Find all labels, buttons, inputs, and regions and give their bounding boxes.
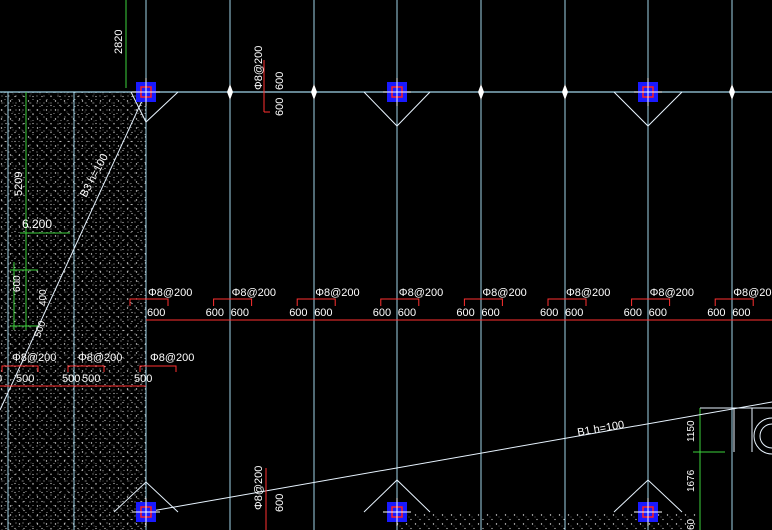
top-rebar-len-b: 600 — [274, 72, 286, 90]
bottom-rebar-len: 600 — [274, 494, 286, 512]
dim-400-left: 400 — [38, 289, 49, 306]
level-lines — [10, 0, 725, 530]
dim-bottom-right: 60 — [686, 518, 697, 530]
rebar-len: 600 — [481, 307, 499, 319]
grid-marker — [562, 84, 568, 100]
bottom-rebar-spec: Φ8@200 — [253, 466, 265, 510]
slab-edge-b1 — [145, 401, 772, 513]
rebar-len: 600 — [732, 307, 750, 319]
rebar-spec: Φ8@200 — [650, 287, 694, 299]
rebar-len: 0 — [0, 373, 2, 385]
top-rebar-len-a: 600 — [274, 98, 286, 116]
mid-rebar-group: Φ8@200 600 600 — [289, 287, 359, 319]
dim-5209: 5209 — [13, 172, 25, 196]
low-rebar-group: Φ8@200 0 500 — [0, 352, 56, 385]
rebar-len: 600 — [314, 307, 332, 319]
rebar-len: 500 — [16, 373, 34, 385]
dim-1676: 1676 — [686, 469, 697, 492]
rebar-spec: Φ8@200 — [315, 287, 359, 299]
rebar-spec: Φ8@200 — [482, 287, 526, 299]
rebar-len: 600 — [373, 307, 391, 319]
grid-marker — [729, 84, 735, 100]
top-rebar: Φ8@200 600 600 — [253, 46, 286, 116]
rebar-spec: Φ8@200 — [78, 352, 122, 364]
rebar-len: 600 — [624, 307, 642, 319]
rebar-len: 500 — [134, 373, 152, 385]
dim-2820: 2820 — [113, 30, 125, 54]
rebar-len: 600 — [565, 307, 583, 319]
rebar-spec: Φ8@200 — [232, 287, 276, 299]
mid-rebar-group: Φ8@200 600 600 — [624, 287, 694, 319]
column-symbol — [383, 78, 411, 106]
rebar-spec: Φ8@200 — [733, 287, 772, 299]
rebar-spec: Φ8@200 — [399, 287, 443, 299]
mid-rebar-group: Φ8@200 600 600 — [540, 287, 610, 319]
mid-rebar-group: Φ8@200 600 — [129, 287, 192, 319]
grid-marker — [478, 84, 484, 100]
rebar-len: 600 — [231, 307, 249, 319]
columns — [132, 78, 735, 526]
grid-marker — [311, 84, 317, 100]
rebar-len: 600 — [147, 307, 165, 319]
mid-rebar-group: Φ8@200 600 600 — [456, 287, 526, 319]
top-rebar-spec: Φ8@200 — [253, 46, 265, 90]
dotted-fill-bottom — [396, 513, 696, 530]
column-symbol — [634, 78, 662, 106]
mid-rebar-annotations: Φ8@200 600 Φ8@200 600 600 Φ8@200 600 600 Φ8@200 6… — [129, 287, 772, 319]
rebar-spec: Φ8@200 — [566, 287, 610, 299]
rebar-len: 500 — [82, 373, 100, 385]
column-drops — [113, 91, 683, 513]
right-detail — [700, 407, 772, 455]
mid-rebar-group: Φ8@200 600 600 — [707, 287, 772, 319]
column-symbol — [132, 498, 160, 526]
column-symbol — [634, 498, 662, 526]
grid-marker — [227, 84, 233, 100]
slab-edge-b3 — [0, 91, 147, 411]
rebar-spec: Φ8@200 — [148, 287, 192, 299]
rebar-len: 500 — [62, 373, 80, 385]
mid-rebar-group: Φ8@200 600 600 — [373, 287, 443, 319]
column-symbol — [132, 78, 160, 106]
rebar-len: 600 — [540, 307, 558, 319]
rebar-len: 600 — [206, 307, 224, 319]
rebar-spec: Φ8@200 — [12, 352, 56, 364]
rebar-len: 600 — [649, 307, 667, 319]
dotted-fill-region-b — [0, 92, 146, 530]
rebar-len: 600 — [398, 307, 416, 319]
dim-600-left: 600 — [12, 275, 23, 292]
elevation-label: 6.200 — [22, 217, 52, 231]
dim-1150: 1150 — [686, 420, 697, 442]
rebar-len: 600 — [289, 307, 307, 319]
bottom-rebar: Φ8@200 600 — [253, 466, 286, 530]
rebar-spec: Φ8@200 — [150, 352, 194, 364]
mid-rebar-group: Φ8@200 600 600 — [206, 287, 276, 319]
column-symbol — [383, 498, 411, 526]
rebar-len: 600 — [707, 307, 725, 319]
rebar-len: 600 — [456, 307, 474, 319]
low-rebar-group: Φ8@200 500 — [134, 352, 194, 385]
slab-label-b1: B1 h=100 — [576, 419, 625, 439]
